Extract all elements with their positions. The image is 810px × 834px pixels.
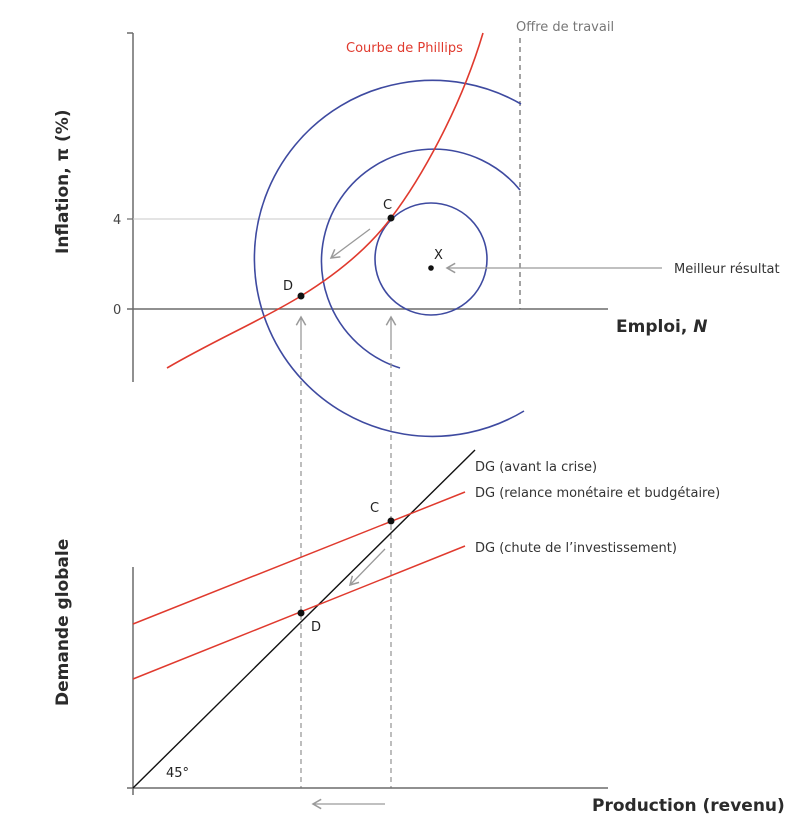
dg-stimulus-line (132, 491, 466, 625)
phillips-label: Courbe de Phillips (346, 41, 463, 56)
top-x-axis-title: Emploi, N (616, 317, 707, 337)
point-x (428, 265, 434, 271)
top-panel: 4 0 Inflation, π (%) Emploi, N Offre de … (53, 20, 780, 438)
arrow-c-to-d-top (329, 228, 371, 259)
tick-4-label: 4 (113, 213, 121, 228)
point-c-top (387, 214, 395, 222)
indifference-circle-inner (374, 202, 488, 316)
tick-0-label: 0 (113, 303, 121, 318)
point-d-top-label: D (283, 279, 293, 294)
bottom-y-axis-title: Demande globale (53, 539, 73, 706)
point-d-bottom-label: D (311, 620, 321, 635)
x-axis-variable: N (693, 317, 707, 337)
indifference-arc-outer (253, 79, 525, 438)
x-axis-title-text: Emploi, (616, 317, 693, 337)
point-x-label: X (434, 248, 443, 263)
dg-fall-label: DG (chute de l’investissement) (475, 541, 677, 556)
angle-45-label: 45° (166, 766, 189, 781)
dg-before-label: DG (avant la crise) (475, 460, 597, 475)
point-c-bottom (387, 517, 395, 525)
point-d-top (297, 292, 305, 300)
line-45-degree (132, 449, 476, 789)
labor-supply-label: Offre de travail (516, 20, 614, 35)
point-c-top-label: C (383, 198, 392, 213)
point-d-bottom (297, 609, 305, 617)
phillips-curve (166, 32, 484, 369)
dg-stimulus-label: DG (relance monétaire et budgétaire) (475, 486, 720, 501)
arrow-c-to-d-bottom (348, 548, 386, 587)
bottom-x-axis-title: Production (revenu) (592, 796, 785, 816)
indifference-arc-middle (320, 148, 521, 369)
best-outcome-label: Meilleur résultat (674, 262, 780, 277)
point-c-bottom-label: C (370, 501, 379, 516)
bottom-panel: Demande globale Production (revenu) 45° … (53, 449, 785, 816)
top-y-axis-title: Inflation, π (%) (53, 109, 73, 254)
